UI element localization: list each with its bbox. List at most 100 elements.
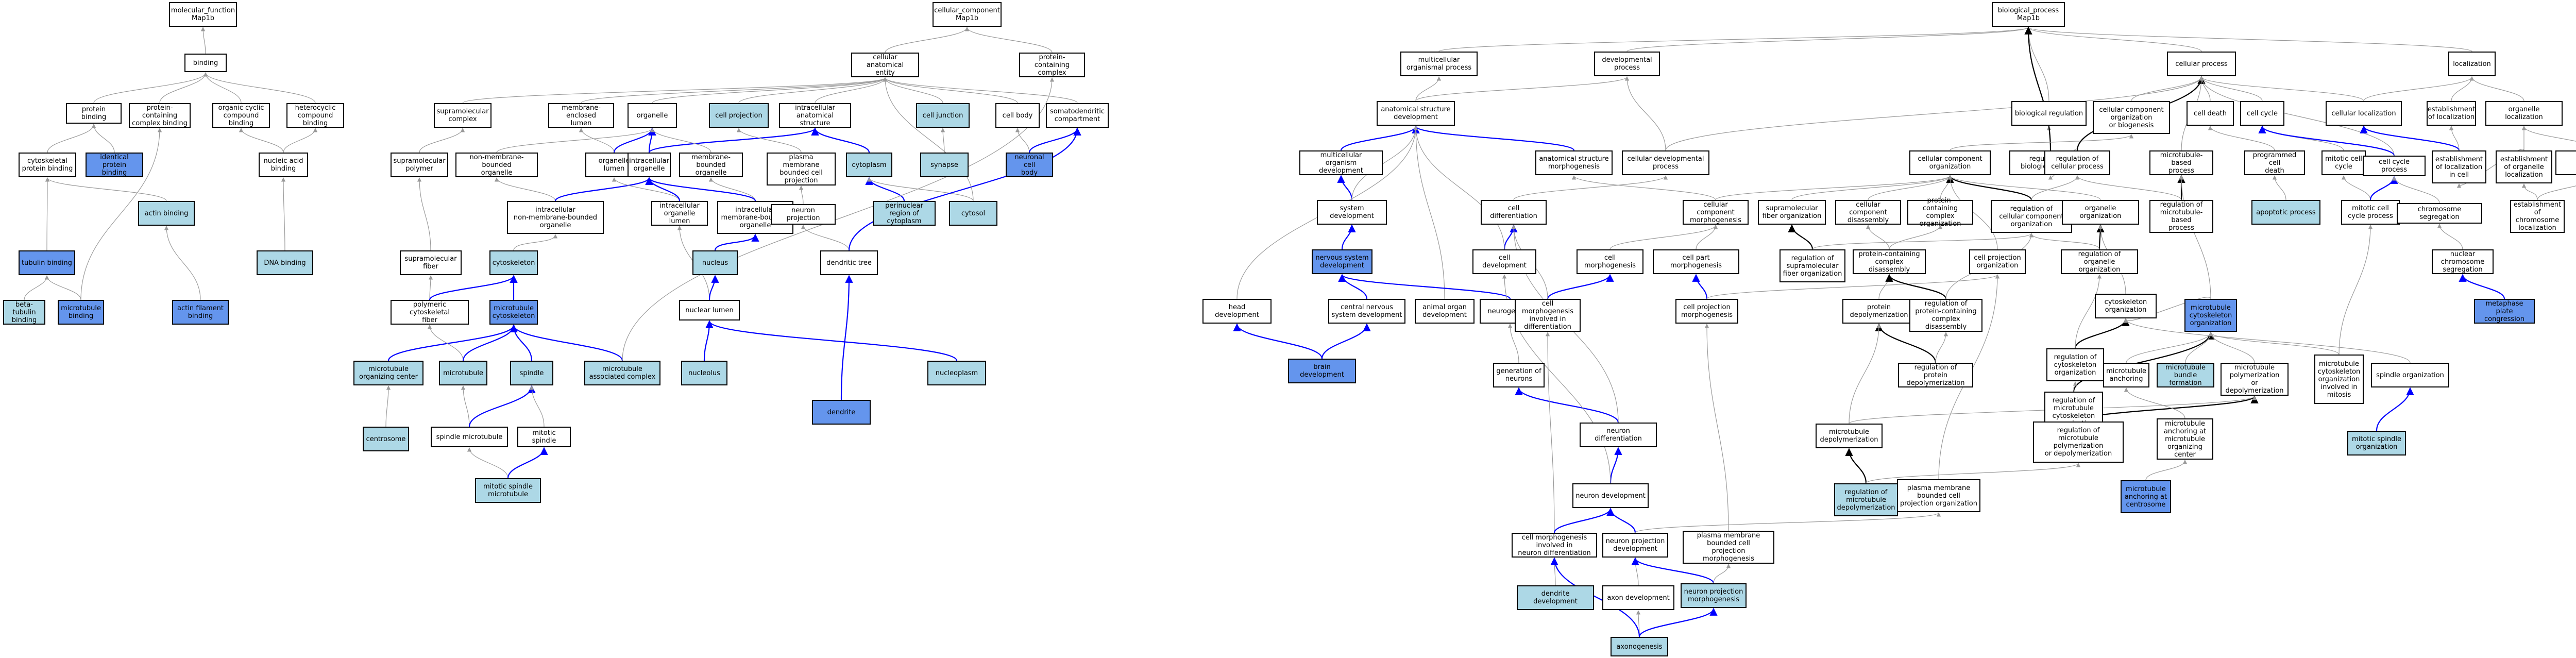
go-term-ncb: neuronal cell body — [1006, 153, 1053, 177]
edge-cprojm-to-cpm — [1692, 274, 1708, 299]
go-term-microtubule: microtubule — [439, 361, 487, 385]
go-term-axondev: axon development — [1602, 585, 1674, 610]
edge-ccd-to-cco — [1868, 175, 1953, 200]
edge-rmpd-to-mtpd — [2077, 395, 2259, 423]
edge-pccb-to-binding — [159, 72, 208, 104]
go-term-pccd: protein-containing complex disassembly — [1853, 249, 1926, 274]
go-term-sfo: supramolecular fiber organization — [1758, 200, 1826, 225]
go-term-eool: establishment of organelle localization — [2496, 150, 2552, 183]
edge-ccm-to-asm — [1571, 175, 1716, 200]
go-term-cellmorph: cell morphogenesis — [1577, 249, 1643, 274]
go-term-roo: regulation of organelle organization — [2061, 249, 2138, 274]
edge-nproj-to-pmbcp — [799, 185, 804, 205]
go-term-binding: binding — [184, 54, 227, 72]
go-term-mtamoc: microtubule anchoring at microtubule org… — [2157, 418, 2213, 460]
edge-cytoplasm-to-ias — [811, 127, 870, 153]
edge-nmbo-to-organelle — [496, 128, 655, 153]
edge-sfo-to-cco — [1791, 175, 1953, 200]
edge-eocl-to-eool — [2521, 183, 2538, 200]
edge-cpm-to-ccm — [1696, 225, 1718, 250]
edge-rmtd-to-mtdp — [1845, 448, 1867, 484]
go-term-asd: anatomical structure development — [1377, 101, 1455, 126]
edge-braindev-to-headdev — [1233, 323, 1323, 359]
edge-localization-to-bp_root — [2026, 27, 2472, 52]
edge-ndiff-to-gon — [1515, 387, 1619, 423]
edge-dtree-to-nproj — [801, 225, 850, 251]
edge-cellbody-to-cae — [883, 77, 1018, 104]
edge-cnsd-to-nsd — [1338, 274, 1368, 299]
go-term-mac: microtubule associated complex — [584, 361, 660, 385]
edge-smp-to-smc — [419, 128, 465, 153]
edge-mpc-to-ncs — [2459, 274, 2505, 299]
edge-ias-to-cae — [815, 77, 888, 104]
go-term-afb: actin filament binding — [172, 300, 229, 325]
edge-eol-to-localization — [2451, 76, 2475, 102]
go-term-mcoim: microtubule cytoskeleton organization in… — [2314, 355, 2364, 404]
go-term-dendev: dendrite development — [1517, 585, 1594, 610]
go-term-pcco: protein-containing complex organization — [1907, 197, 1973, 228]
edge-pcc-to-cc_root — [964, 27, 1053, 53]
go-term-ccob: cellular component organization or bioge… — [2093, 101, 2170, 134]
go-term-mpc: metaphase plate congression — [2474, 299, 2535, 324]
go-term-smf: supramolecular fiber — [400, 250, 462, 275]
edge-apop-to-pcd — [2272, 175, 2286, 200]
edge-mtbf-to-mtcso — [2185, 332, 2213, 363]
edge-mbo-to-organelle — [650, 128, 711, 153]
edge-axondev-to-npd — [1633, 558, 1639, 586]
edge-actb-to-cpb — [45, 177, 167, 201]
go-term-msm: mitotic spindle microtubule — [475, 478, 541, 503]
go-term-rmtd: regulation of microtubule depolymerizati… — [1834, 483, 1898, 516]
go-term-mccp: mitotic cell cycle process — [2341, 200, 2400, 225]
edge-rmcso-to-mtcso — [2073, 331, 2215, 392]
edge-afb-to-actb — [164, 226, 201, 300]
edge-mtdp-to-pdp — [1849, 324, 1882, 424]
edge-cellmorph-to-ccm — [1609, 225, 1718, 250]
edge-mtcso-to-mtbp — [2179, 175, 2211, 299]
edge-cmid-to-cellmorph — [1547, 274, 1614, 299]
go-term-orgorg: organelle organization — [2062, 200, 2139, 225]
edge-imbo-to-io — [645, 177, 756, 201]
edge-microtubule-to-mtcs — [462, 324, 518, 361]
go-term-celldev: cell development — [1472, 249, 1536, 274]
go-term-hccb: heterocyclic compound binding — [286, 103, 344, 128]
go-term-msorg: mitotic spindle organization — [2347, 431, 2406, 455]
edge-nucleoplasm-to-nlumen — [705, 320, 958, 361]
edge-cellproj-to-cae — [738, 77, 888, 104]
go-term-ccp: cell cycle process — [2363, 156, 2426, 176]
edge-smt-to-microtubule — [461, 385, 470, 427]
go-term-apop: apoptotic process — [2251, 200, 2320, 225]
go-term-rsfo: regulation of supramolecular fiber organ… — [1780, 249, 1845, 282]
edge-mtcso-to-cso — [2123, 297, 2211, 323]
go-term-ndiff: neuron differentiation — [1580, 423, 1657, 447]
go-term-nab: nucleic acid binding — [259, 153, 308, 177]
edge-ccp-to-cellcycle — [2258, 125, 2395, 156]
edge-gon-to-neurogenesis — [1507, 324, 1519, 363]
edge-cpb-to-protein_binding — [47, 124, 96, 153]
edge-mccp-to-mitcc — [2341, 175, 2371, 200]
edge-rpdp-to-rpccd — [1935, 332, 1948, 363]
edge-bioreg-to-bp_root — [2026, 27, 2049, 102]
go-term-dnab: DNA binding — [257, 250, 313, 275]
edge-binding-to-mf_root — [200, 27, 206, 54]
edge-axonogenesis-to-npm — [1638, 608, 1718, 637]
edge-smt-to-spindle — [468, 385, 536, 427]
go-term-rmpd: regulation of microtubule polymerization… — [2033, 421, 2124, 463]
edge-mcoim-to-mccp — [2338, 225, 2373, 355]
edge-cellproc-to-bp_root — [2026, 27, 2202, 52]
edge-npm-to-pmbcpm — [1713, 564, 1731, 584]
edge-mac-to-mtcs — [510, 324, 623, 361]
go-term-cellproc: cellular process — [2167, 52, 2236, 76]
edge-dtree-to-sdc — [848, 127, 1081, 251]
edge-cytosol-to-cytoplasm — [867, 177, 974, 201]
edge-mtamoc-to-mtanch — [2124, 387, 2185, 419]
edge-pcco-to-cco — [1940, 175, 1953, 200]
edge-pccd-to-pcco — [1889, 225, 1943, 250]
go-term-eolc: establishment of localization in cell — [2432, 150, 2486, 183]
go-term-cytoskel: cytoskeleton — [489, 250, 538, 275]
edge-mel-to-cae — [581, 77, 887, 104]
go-term-headdev: head development — [1202, 299, 1272, 324]
go-term-localization: localization — [2448, 52, 2496, 76]
go-term-mtcso: microtubule cytoskeleton organization — [2184, 299, 2237, 332]
go-term-cprojm: cell projection morphogenesis — [1675, 299, 1738, 324]
edge-cmind-to-cmid — [1545, 332, 1555, 533]
